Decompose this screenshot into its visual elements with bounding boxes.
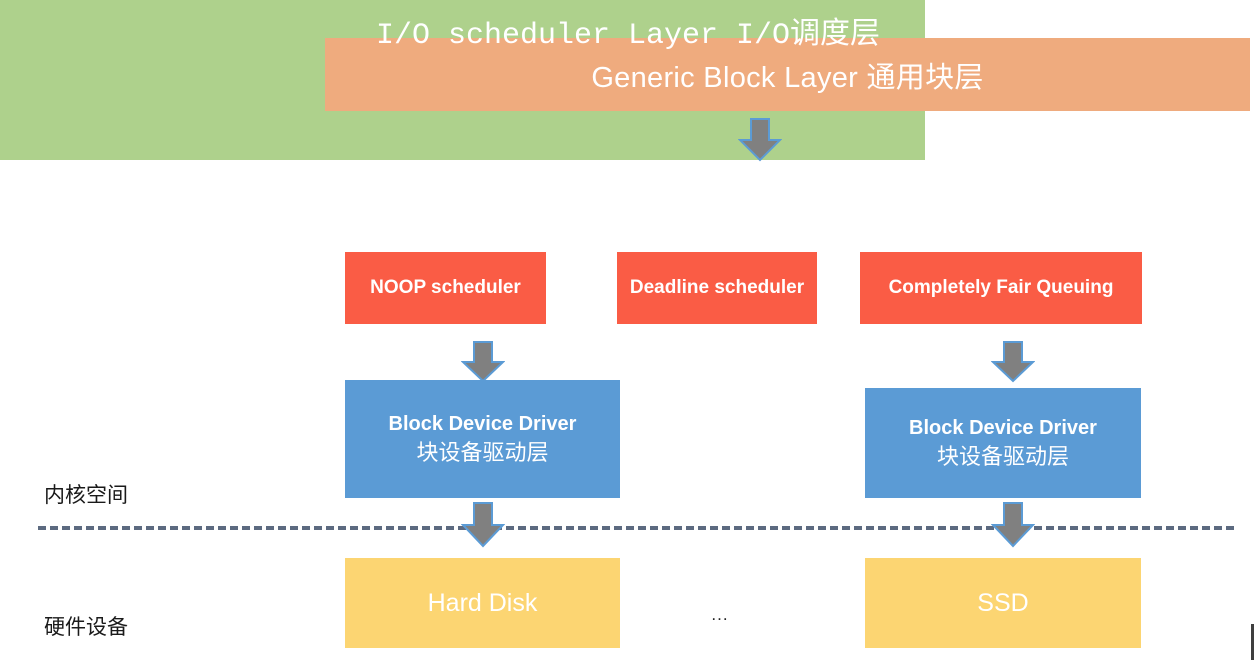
arrow-down-driver-to-device-right: [991, 502, 1035, 548]
device-ssd[interactable]: SSD: [865, 558, 1141, 648]
scheduler-chip-deadline[interactable]: Deadline scheduler: [617, 252, 817, 324]
arrow-down-generic-to-scheduler: [738, 118, 782, 162]
kernel-space-label: 内核空间: [44, 483, 128, 507]
block-device-driver-right[interactable]: Block Device Driver 块设备驱动层: [865, 388, 1141, 498]
driver-label-cn-right: 块设备驱动层: [936, 443, 1069, 469]
kernel-hardware-divider: [38, 526, 1234, 530]
driver-label-en-left: Block Device Driver: [388, 412, 577, 435]
driver-label-cn-left: 块设备驱动层: [416, 439, 549, 465]
scheduler-chip-noop[interactable]: NOOP scheduler: [345, 252, 546, 324]
hardware-label: 硬件设备: [44, 615, 128, 639]
right-edge-rule: [1251, 624, 1254, 660]
arrow-down-scheduler-to-driver-right: [991, 341, 1035, 383]
io-scheduler-layer-title: I/O scheduler Layer I/O调度层: [375, 19, 881, 53]
driver-label-en-right: Block Device Driver: [909, 416, 1097, 439]
arrow-down-scheduler-to-driver-left: [461, 341, 505, 383]
arrow-down-driver-to-device-left: [461, 502, 505, 548]
scheduler-chip-cfq[interactable]: Completely Fair Queuing: [860, 252, 1142, 324]
block-device-driver-left[interactable]: Block Device Driver 块设备驱动层: [345, 380, 620, 498]
device-ellipsis: ...: [711, 605, 729, 624]
generic-block-layer-band: Generic Block Layer 通用块层: [325, 38, 1250, 111]
device-hard-disk[interactable]: Hard Disk: [345, 558, 620, 648]
